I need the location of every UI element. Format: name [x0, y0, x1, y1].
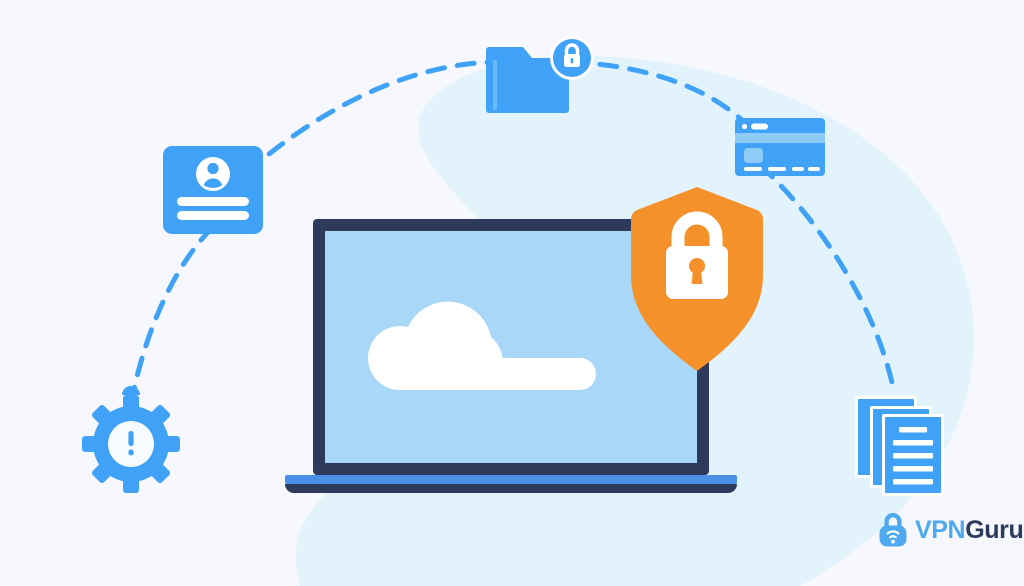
- credit-card-icon: [735, 118, 825, 176]
- logo-text-secondary: Guru: [965, 515, 1024, 544]
- dashed-arc-right: [757, 162, 897, 395]
- padlock-icon: [666, 211, 728, 299]
- document-stack-icon: [855, 396, 944, 496]
- dashed-arc-top: [243, 59, 503, 176]
- cloud-base: [382, 358, 596, 390]
- gear-icon: [82, 386, 180, 493]
- id-card-icon: [163, 146, 263, 234]
- logo-wordmark: VPNGuru: [915, 515, 1024, 544]
- laptop-base-strip: [285, 475, 737, 484]
- lock-wifi-icon: [879, 513, 907, 547]
- dashed-arc-top-right: [567, 59, 755, 133]
- laptop-base: [285, 484, 737, 493]
- dashed-arc-left: [128, 225, 215, 407]
- secure-folder-icon: [486, 36, 594, 113]
- vpnguru-logo[interactable]: VPNGuru: [878, 508, 1024, 552]
- laptop-icon: [285, 219, 737, 493]
- security-shield-icon: [630, 187, 764, 371]
- logo-text-primary: VPN: [915, 515, 966, 544]
- dashed-arc-group: [128, 59, 897, 407]
